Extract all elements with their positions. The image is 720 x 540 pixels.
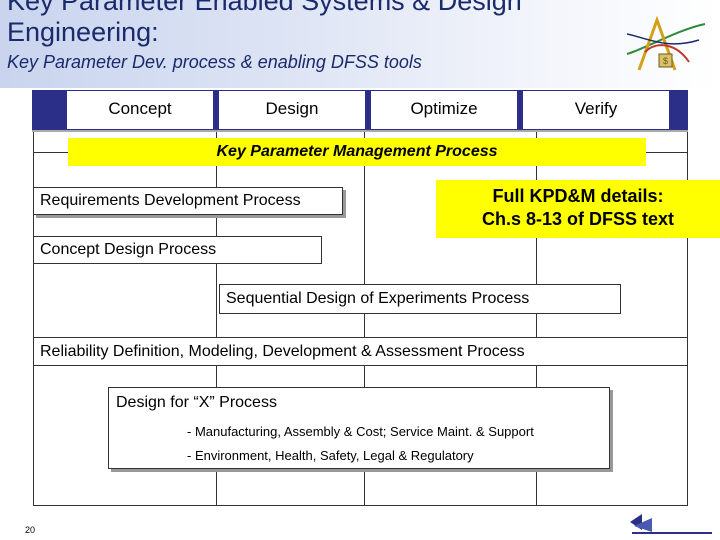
- phase-bar: Concept Design Optimize Verify: [32, 90, 688, 132]
- design-for-x-box: Design for “X” Process - Manufacturing, …: [108, 387, 610, 469]
- dfx-item: - Manufacturing, Assembly & Cost; Servic…: [187, 424, 534, 439]
- phase-divider-4: [536, 130, 537, 506]
- page-subtitle: Key Parameter Dev. process & enabling DF…: [7, 52, 422, 72]
- phase-label: Design: [265, 99, 319, 118]
- pdss-logo-icon: [630, 514, 712, 534]
- phase-label: Optimize: [410, 99, 478, 118]
- phase-optimize: Optimize: [370, 90, 518, 130]
- kpdm-details-callout: Full KPD&M details: Ch.s 8-13 of DFSS te…: [436, 180, 720, 238]
- dfx-item: - Environment, Health, Safety, Legal & R…: [187, 448, 474, 463]
- requirements-process-box: Requirements Development Process: [33, 187, 343, 215]
- key-parameter-management-bar: Key Parameter Management Process: [68, 138, 646, 166]
- phase-divider-3: [364, 130, 365, 506]
- phase-label: Concept: [108, 99, 172, 118]
- svg-text:$: $: [663, 56, 668, 66]
- callout-line-1: Full KPD&M details:: [492, 186, 664, 206]
- phase-concept: Concept: [66, 90, 214, 130]
- phase-divider-2: [216, 130, 217, 506]
- phase-label: Verify: [574, 99, 618, 118]
- page-title: Key Parameter Enabled Systems & Design E…: [7, 0, 522, 47]
- dfss-logo-icon: $: [626, 15, 706, 71]
- phase-verify: Verify: [522, 90, 670, 130]
- header-background: [0, 0, 720, 88]
- page-number: 20: [25, 525, 36, 535]
- phase-design: Design: [218, 90, 366, 130]
- reliability-process-box: Reliability Definition, Modeling, Develo…: [33, 337, 688, 366]
- sequential-doe-process-box: Sequential Design of Experiments Process: [219, 284, 621, 314]
- concept-design-process-box: Concept Design Process: [33, 236, 322, 264]
- callout-line-2: Ch.s 8-13 of DFSS text: [481, 209, 675, 229]
- dfx-title: Design for “X” Process: [116, 394, 277, 411]
